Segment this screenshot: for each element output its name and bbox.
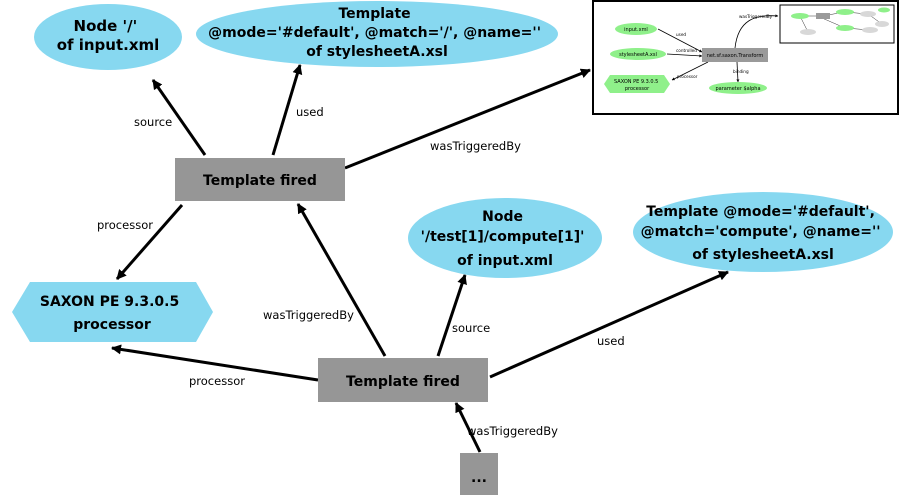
svg-text:input.xml: input.xml [624,27,648,33]
svg-text:used: used [676,32,686,37]
edge-used-1 [271,64,303,156]
svg-text:net.sf.saxon.Transform: net.sf.saxon.Transform [707,53,764,59]
edge-label-used-1: used [296,105,324,119]
thumbnail-graph[interactable]: used controlled processor binding wasTri… [592,0,899,115]
edge-processor-1 [115,204,184,280]
edge-label-was-triggered-by-thumbnail: wasTriggeredBy [430,139,521,153]
entity-template-root[interactable]: Template @mode='#default', @match='/', @… [196,1,558,67]
thumbnail-node-stylesheet: stylesheetA.xsl [610,48,666,60]
svg-text:Template fired: Template fired [346,374,460,390]
activity-template-fired-2[interactable]: Template fired [318,358,488,402]
svg-text:SAXON PE 9.3.0.5 proce: SAXON PE 9.3.0.5 processor [40,294,184,333]
svg-text:Template @mode='#default',: Template @mode='#default', @match='compu… [641,204,886,263]
edge-label-source-1: source [134,115,172,129]
edge-processor-2 [111,344,319,382]
edge-used-2 [489,270,729,379]
svg-text:Template fired: Template fired [203,173,317,189]
svg-text:Node '/test[1]/compute: Node '/test[1]/compute[1]' of input.xml [421,209,590,269]
thumbnail-nested-graph [779,4,895,44]
agent-saxon-processor[interactable]: SAXON PE 9.3.0.5 processor [12,282,213,342]
svg-text:stylesheetA.xsl: stylesheetA.xsl [619,52,657,58]
activity-template-fired-1[interactable]: Template fired [175,158,345,201]
entity-template-compute[interactable]: Template @mode='#default', @match='compu… [633,192,893,272]
nodes: Node '/' of input.xml Template @mode='#d… [12,1,893,495]
edges [111,64,729,453]
svg-text:Node '/' of input.xml: Node '/' of input.xml [57,17,160,54]
thumbnail-node-input: input.xml [615,23,657,35]
svg-text:...: ... [471,470,487,486]
edge-label-processor-2: processor [189,374,245,388]
thumbnail-node-parameter: parameter $alpha [709,82,767,94]
svg-text:parameter $alpha: parameter $alpha [715,86,760,92]
edge-labels: source used wasTriggeredBy processor was… [97,105,625,438]
entity-root-node[interactable]: Node '/' of input.xml [34,4,182,70]
svg-text:Template @mode='#defau: Template @mode='#default', @match='/', @… [208,6,546,60]
edge-label-source-2: source [452,321,490,335]
edge-was-triggered-by-thumbnail [344,68,591,170]
svg-text:binding: binding [733,69,749,74]
entity-compute-node[interactable]: Node '/test[1]/compute[1]' of input.xml [408,198,602,278]
edge-was-triggered-by-2 [454,402,482,453]
edge-was-triggered-by-1 [296,203,387,357]
edge-source-2 [436,274,467,357]
edge-label-used-2: used [597,334,625,348]
svg-text:SAXON PE 9.3.0.5 proce: SAXON PE 9.3.0.5 processor [614,79,660,92]
activity-ellipsis[interactable]: ... [460,453,498,495]
edge-label-processor-1: processor [97,218,153,232]
thumbnail-node-saxon: SAXON PE 9.3.0.5 processor [604,75,670,93]
edge-label-was-triggered-by-1: wasTriggeredBy [263,308,354,322]
thumbnail-node-transform: net.sf.saxon.Transform [702,48,768,62]
edge-label-was-triggered-by-2: wasTriggeredBy [467,424,558,438]
svg-text:controlled: controlled [676,48,697,53]
svg-text:wasTriggeredBy: wasTriggeredBy [739,14,773,19]
svg-text:processor: processor [677,74,698,79]
edge-source-1 [151,79,207,156]
